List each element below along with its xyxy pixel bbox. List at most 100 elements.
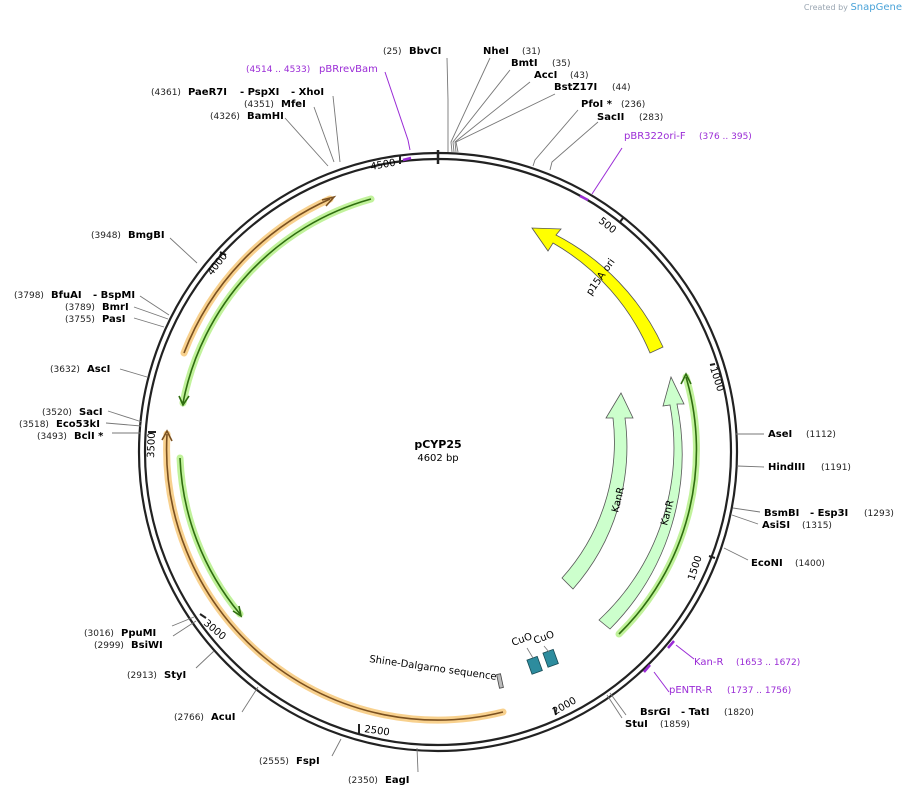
enzyme-label: BsrGI [640, 707, 670, 718]
enzyme-pos: (3948) [91, 231, 121, 241]
enzyme-pos: (35) [552, 59, 570, 69]
enzyme-pos: (2350) [348, 776, 378, 786]
primer-range: (1653 .. 1672) [736, 658, 800, 668]
enzyme-leaders [105, 57, 765, 773]
enzyme-label: - BspMI [93, 290, 135, 301]
tick-label: 2500 [364, 724, 391, 738]
enzyme-pos: (31) [522, 47, 540, 57]
feature-label: CuO [532, 629, 556, 647]
enzyme-label: AsiSI [762, 520, 790, 531]
feature-cuo: CuO CuO [510, 629, 559, 675]
enzyme-pos: (44) [612, 83, 630, 93]
enzyme-label: BsiWI [131, 640, 163, 651]
enzyme-pos: (2999) [94, 641, 124, 651]
plasmid-name: pCYP25 [414, 438, 461, 451]
enzyme-label: EagI [385, 775, 409, 786]
enzyme-label: EcoNI [751, 558, 783, 569]
feature-label: Shine-Dalgarno sequence [369, 654, 498, 683]
feature-shine-dalgarno: Shine-Dalgarno sequence [369, 654, 504, 689]
arrowhead-icon [161, 429, 173, 442]
enzyme-label: - TatI [681, 707, 709, 718]
enzyme-label: PpuMI [121, 628, 156, 639]
primer-label: pBR322ori-F [624, 131, 686, 142]
enzyme-pos: (4351) [244, 100, 274, 110]
enzyme-pos: (3798) [14, 291, 44, 301]
primer-label: pENTR-R [669, 685, 712, 696]
enzyme-label: AcuI [211, 712, 236, 723]
enzyme-pos: (2555) [259, 757, 289, 767]
primers: (4514 .. 4533) pBRrevBam pBR322ori-F (37… [246, 64, 800, 696]
primer-range: (4514 .. 4533) [246, 65, 310, 75]
primer-label: pBRrevBam [319, 64, 378, 75]
primer-label: Kan-R [694, 657, 723, 668]
enzyme-label: NheI [483, 46, 509, 57]
enzyme-pos: (3518) [19, 420, 49, 430]
feature-label: CuO [510, 631, 534, 649]
primer-mark [667, 640, 675, 649]
primer-range: (1737 .. 1756) [727, 686, 791, 696]
enzyme-label: BstZ17I [554, 82, 597, 93]
enzyme-label: PaeR7I [188, 87, 227, 98]
enzyme-label: StuI [625, 719, 648, 730]
enzyme-label: - XhoI [291, 87, 324, 98]
arrowhead-icon [178, 395, 190, 407]
tick-label: 4500 [370, 158, 397, 173]
credit-brand: SnapGene [850, 2, 902, 13]
tick-label: 2000 [551, 695, 579, 717]
enzyme-pos: (1293) [864, 509, 894, 519]
enzyme-pos: (43) [570, 71, 588, 81]
enzyme-label: StyI [164, 670, 186, 681]
enzyme-label: Eco53kI [56, 419, 100, 430]
enzyme-label: SacI [79, 407, 103, 418]
arrowhead-icon [680, 372, 692, 385]
enzyme-label: AscI [87, 364, 110, 375]
enzyme-label: BmtI [511, 58, 538, 69]
enzyme-label: PfoI * [581, 99, 613, 110]
enzyme-label: BmrI [102, 302, 129, 313]
arrowhead-icon [321, 195, 337, 207]
credit-prefix: Created by [803, 3, 848, 12]
enzyme-label: PasI [102, 314, 125, 325]
enzyme-label: BsmBI [764, 508, 799, 519]
enzyme-label: FspI [296, 756, 320, 767]
enzyme-pos: (4326) [210, 112, 240, 122]
snapgene-credit: Created by SnapGene [804, 2, 902, 13]
enzyme-label: BamHI [247, 111, 284, 122]
map-center: pCYP25 4602 bp [414, 438, 461, 464]
enzyme-pos: (3755) [65, 315, 95, 325]
enzyme-label: - Esp3I [810, 508, 848, 519]
arrowhead-icon [232, 605, 243, 618]
primer-mark [579, 194, 589, 202]
enzyme-pos: (283) [639, 113, 663, 123]
enzyme-pos: (1820) [724, 708, 754, 718]
enzyme-pos: (3789) [65, 303, 95, 313]
enzyme-labels: (25) BbvCI NheI (31) BmtI (35) AccI (43)… [14, 46, 894, 786]
enzyme-pos: (3493) [37, 432, 67, 442]
enzyme-label: BmgBI [128, 230, 165, 241]
feature-kanr-inner: KanR [561, 392, 634, 590]
enzyme-label: AccI [534, 70, 557, 81]
tick-label: 1000 [707, 366, 725, 394]
enzyme-pos: (1315) [802, 521, 832, 531]
green-arcs [176, 195, 700, 638]
enzyme-label: BfuAI [51, 290, 82, 301]
enzyme-pos: (2766) [174, 713, 204, 723]
enzyme-pos: (25) [383, 47, 401, 57]
enzyme-label: AseI [768, 429, 792, 440]
enzyme-pos: (3632) [50, 365, 80, 375]
feature-p15a-ori: p15A ori [531, 227, 664, 354]
plasmid-length: 4602 bp [417, 453, 458, 464]
enzyme-label: BbvCI [409, 46, 441, 57]
enzyme-label: HindIII [768, 462, 805, 473]
enzyme-pos: (4361) [151, 88, 181, 98]
enzyme-pos: (1191) [821, 463, 851, 473]
enzyme-pos: (1859) [660, 720, 690, 730]
enzyme-pos: (1400) [795, 559, 825, 569]
enzyme-pos: (3520) [42, 408, 72, 418]
enzyme-label: - PspXI [240, 87, 279, 98]
tick-label: 3500 [146, 432, 158, 458]
enzyme-label: MfeI [281, 99, 306, 110]
enzyme-pos: (236) [621, 100, 645, 110]
enzyme-label: SacII [597, 112, 624, 123]
